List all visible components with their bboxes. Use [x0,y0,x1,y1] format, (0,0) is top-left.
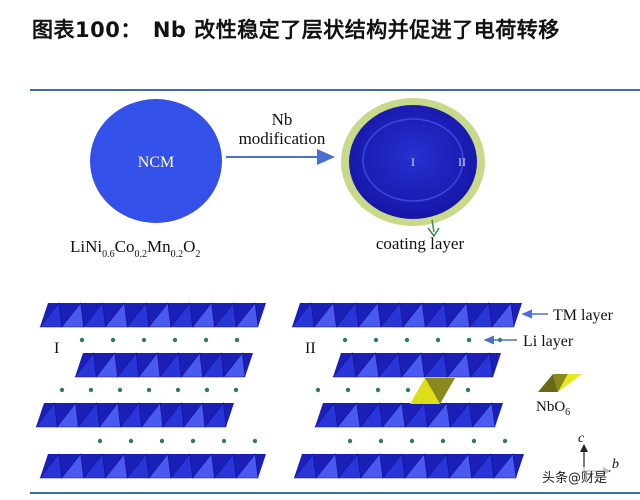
li-ion [159,438,165,444]
li-ion [502,438,508,444]
tm-layer [293,453,524,479]
li-layers-left [59,337,258,444]
li-ion [146,387,152,393]
li-ion [128,438,134,444]
li-ion [203,337,209,343]
region-label-1: I [411,155,415,169]
li-ion [466,337,472,343]
li-ion [234,337,240,343]
structure-right: II [291,302,524,479]
coated-particle: I II [341,98,485,226]
li-ion [409,438,415,444]
li-ion [252,438,258,444]
top-divider [30,89,640,91]
b-axis-label: b [612,457,619,472]
li-ion [471,438,477,444]
formula-label: LiNi0.6Co0.2Mn0.2O2 [70,237,200,260]
tm-layer [314,402,503,428]
li-ion [375,387,381,393]
panel-label-right: II [305,340,316,357]
c-axis-label: c [578,431,585,446]
li-ion [204,387,210,393]
li-ion [342,337,348,343]
arrow-label-modification: modification [239,129,326,148]
tm-layer [39,453,266,479]
tm-layer [35,402,234,428]
li-layers-right [315,337,508,444]
tm-layers-left [35,302,266,479]
tm-layer [74,352,253,378]
li-ion [59,387,65,393]
li-ion [79,337,85,343]
li-ion [373,337,379,343]
tm-layer [39,302,266,328]
li-ion [117,387,123,393]
li-ion [345,387,351,393]
watermark: 头条@财是 [540,467,610,486]
particle-core [349,105,477,219]
arrow-label-nb: Nb [272,110,293,129]
modification-arrow: Nb modification [226,110,335,165]
figure-title: 图表100： Nb 改性稳定了层状结构并促进了电荷转移 [32,18,560,42]
panel-label-left: I [54,340,59,357]
structure-left: I [35,302,266,479]
li-ion [97,438,103,444]
li-ion [378,438,384,444]
li-ion [88,387,94,393]
region-label-2: II [458,155,466,169]
li-ion [405,387,411,393]
nbo6-legend-icon [538,374,582,392]
li-ion [435,337,441,343]
li-ion [315,387,321,393]
tm-layer [291,302,522,328]
coating-layer-label: coating layer [376,234,465,253]
li-ion [221,438,227,444]
li-ion [110,337,116,343]
tm-layer-label: TM layer [553,307,614,324]
coating-pointer: coating layer [376,219,465,253]
legend: TM layer Li layer NbO6 [483,307,614,418]
nbo6-pillar [410,378,455,404]
li-ion [440,438,446,444]
li-ion [141,337,147,343]
bottom-divider [30,492,640,494]
li-ion [465,387,471,393]
tm-layer [332,352,501,378]
li-ion [172,337,178,343]
li-ion [175,387,181,393]
li-ion [233,387,239,393]
li-ion [190,438,196,444]
li-ion [347,438,353,444]
nbo6-label: NbO6 [536,399,570,418]
region-boundary [362,118,464,202]
li-layer-label: Li layer [523,333,574,350]
li-ion [404,337,410,343]
svg-text:LiNi0.6Co0.2Mn0.2O2: LiNi0.6Co0.2Mn0.2O2 [70,237,200,260]
ncm-particle: NCM [90,99,222,223]
tm-layers-right [291,302,524,479]
ncm-label: NCM [138,154,174,171]
